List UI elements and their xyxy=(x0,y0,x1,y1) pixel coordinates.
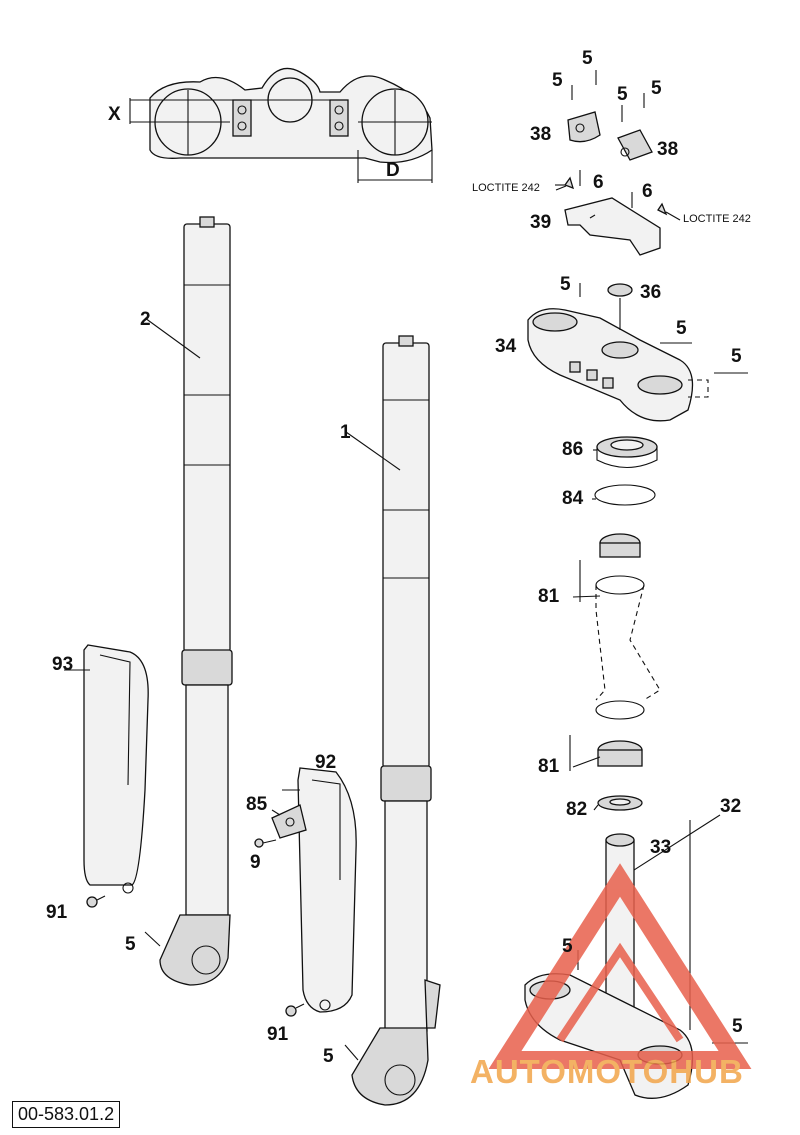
diagram-reference-code: 00-583.01.2 xyxy=(12,1101,121,1128)
callout-81-top: 81 xyxy=(538,586,560,607)
dimension-x-label: X xyxy=(108,104,121,125)
callout-5-top4: 5 xyxy=(651,78,662,99)
callout-6-left: 6 xyxy=(593,172,604,193)
callout-5-clamp1: 5 xyxy=(560,274,571,295)
bolt-5-fork-left xyxy=(144,931,161,947)
steering-nut-36 xyxy=(607,283,633,330)
callout-34: 34 xyxy=(495,336,517,357)
seal-86 xyxy=(596,436,658,468)
callout-84: 84 xyxy=(562,488,584,509)
ring-84 xyxy=(594,484,656,506)
callout-93: 93 xyxy=(52,654,73,675)
callout-labels: 2 1 93 92 85 9 91 91 5 5 38 38 6 6 39 5 … xyxy=(46,48,751,1067)
guard-clamp-85 xyxy=(271,804,307,839)
callout-5-fork-left: 5 xyxy=(125,934,136,955)
callout-85: 85 xyxy=(246,794,268,815)
dimension-d-label: D xyxy=(386,160,400,181)
bolts-6 xyxy=(555,170,681,221)
bolt-91-left xyxy=(86,895,106,908)
callout-1: 1 xyxy=(340,422,351,443)
loctite-note-right: LOCTITE 242 xyxy=(683,213,751,225)
fork-guard-93 xyxy=(83,644,149,894)
callout-2: 2 xyxy=(140,309,151,330)
watermark-triangle-icon xyxy=(488,863,752,1069)
steering-head xyxy=(569,560,661,771)
leader-lines xyxy=(64,184,601,816)
clamp-base-39 xyxy=(564,197,661,256)
callout-38-left: 38 xyxy=(530,124,551,145)
bolt-9 xyxy=(254,838,277,848)
loctite-note-left: LOCTITE 242 xyxy=(472,182,540,194)
handlebar-clamp-38-right xyxy=(617,129,653,161)
callout-5-lower1: 5 xyxy=(562,936,573,957)
bearing-81-top xyxy=(599,533,641,558)
handlebar-clamp-38-left xyxy=(567,111,601,143)
callout-91-right: 91 xyxy=(267,1024,289,1045)
callout-92: 92 xyxy=(315,752,336,773)
upper-triple-clamp-34 xyxy=(527,308,748,422)
callout-33: 33 xyxy=(650,837,671,858)
fork-leg-2 xyxy=(144,216,233,986)
callout-91-left: 91 xyxy=(46,902,68,923)
watermark-text: AUTOMOTOHUB xyxy=(470,1053,744,1090)
callout-82: 82 xyxy=(566,799,587,820)
callout-39: 39 xyxy=(530,212,551,233)
bearing-81-bottom xyxy=(597,740,643,767)
callout-38-right: 38 xyxy=(657,139,678,160)
fork-leg-1 xyxy=(345,335,441,1106)
bolt-5-fork-right xyxy=(344,1044,359,1061)
callout-36: 36 xyxy=(640,282,661,303)
triple-clamp-top-view: X D xyxy=(108,67,433,183)
watermark-logo: AUTOMOTOHUB xyxy=(470,863,752,1090)
callout-5-fork-right: 5 xyxy=(323,1046,334,1067)
callout-5-lower2: 5 xyxy=(732,1016,743,1037)
callout-5-top3: 5 xyxy=(617,84,628,105)
callout-5-top1: 5 xyxy=(552,70,563,91)
callout-9: 9 xyxy=(250,852,261,873)
seal-82 xyxy=(597,795,643,811)
callout-5-clamp2: 5 xyxy=(676,318,687,339)
fork-guard-92 xyxy=(297,767,357,1013)
callout-5-clamp3: 5 xyxy=(731,346,742,367)
callout-86: 86 xyxy=(562,439,583,460)
bolt-91-right xyxy=(285,1003,305,1017)
callout-81-bottom: 81 xyxy=(538,756,560,777)
callout-32: 32 xyxy=(720,796,741,817)
bolts-5-top xyxy=(571,70,645,122)
callout-6-right: 6 xyxy=(642,181,653,202)
callout-5-top2: 5 xyxy=(582,48,593,69)
